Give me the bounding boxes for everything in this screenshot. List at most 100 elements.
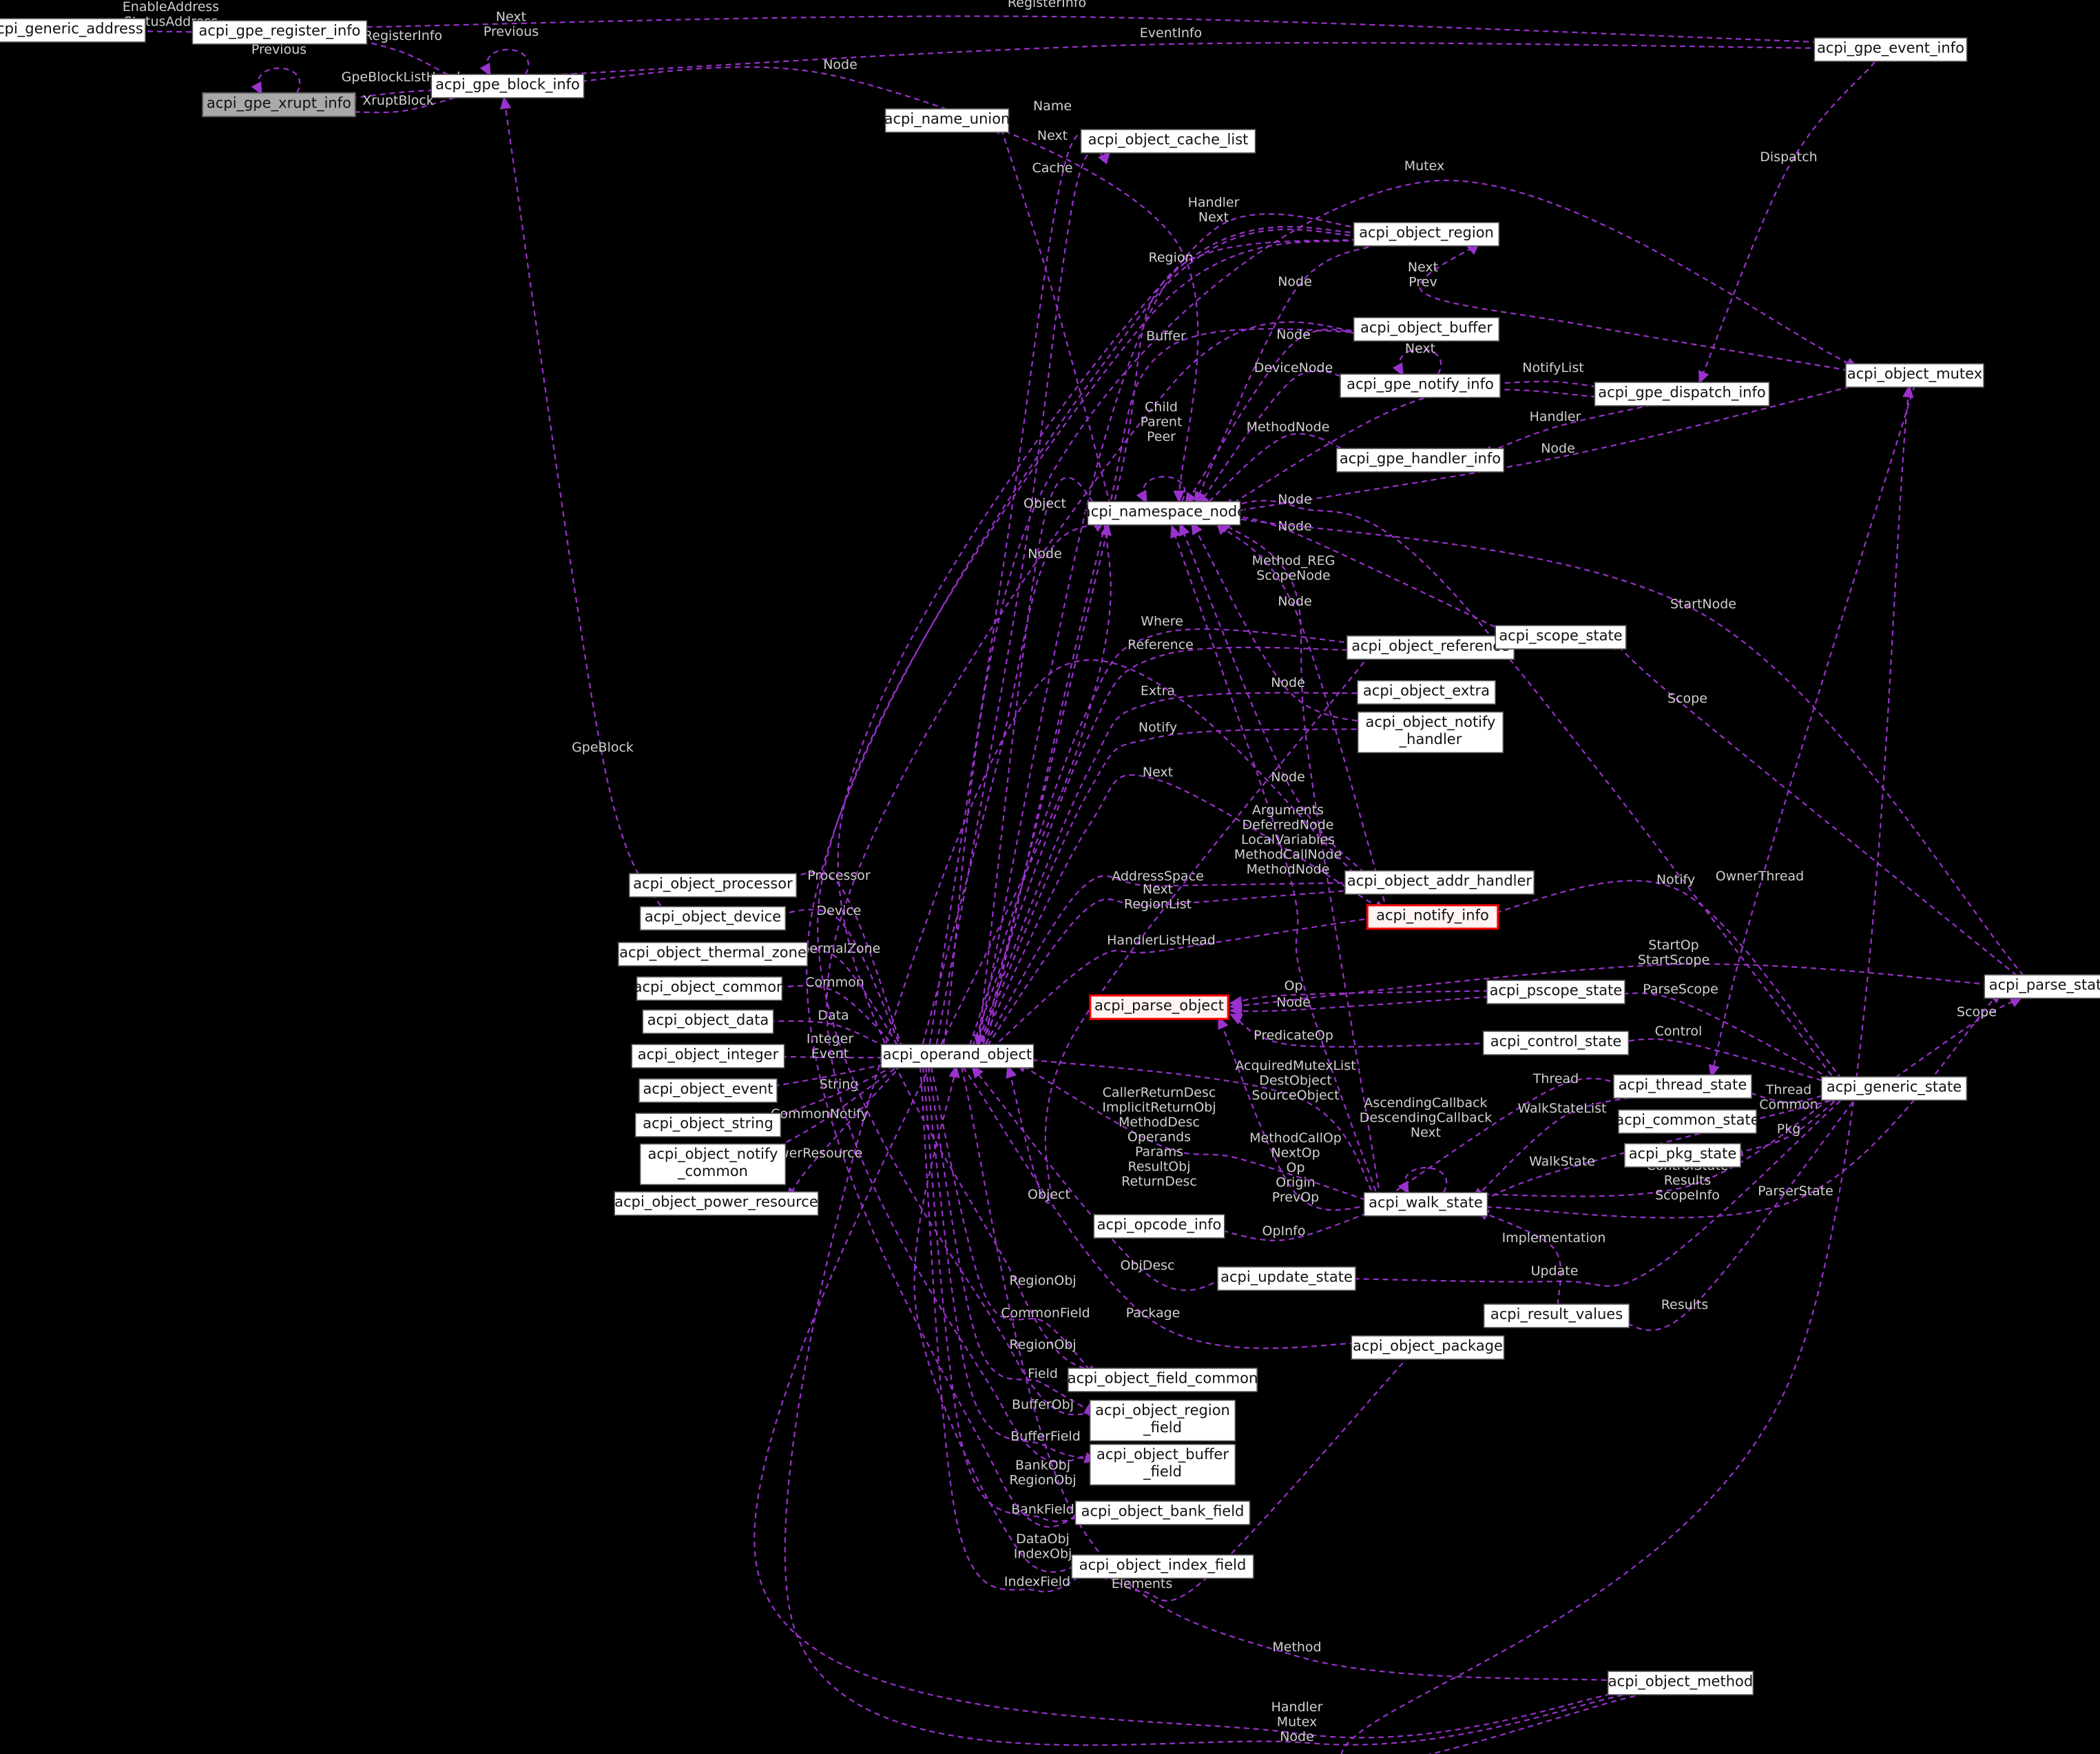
node-acpi_update_state[interactable]: acpi_update_state bbox=[1217, 1266, 1356, 1291]
node-label: acpi_object_reference bbox=[1351, 638, 1510, 655]
edge-label: BufferField bbox=[1010, 1429, 1081, 1444]
edge-label: DeviceNode bbox=[1254, 360, 1333, 375]
edge bbox=[1698, 61, 1875, 384]
node-acpi_object_common[interactable]: acpi_object_common bbox=[634, 976, 786, 1001]
edge-label: ThermalZone bbox=[793, 941, 881, 956]
edge-label: NotifyList bbox=[1522, 360, 1583, 375]
edge-label: Notify bbox=[1656, 872, 1695, 887]
edge bbox=[974, 688, 1381, 1049]
node-acpi_gpe_event_info[interactable]: acpi_gpe_event_info bbox=[1813, 37, 1968, 62]
node-acpi_gpe_register_info[interactable]: acpi_gpe_register_info bbox=[191, 20, 368, 45]
edge-label: StartNode bbox=[1670, 597, 1736, 612]
node-label: acpi_object_common bbox=[634, 979, 786, 996]
edge bbox=[1223, 499, 1838, 1084]
node-acpi_object_bank_field[interactable]: acpi_object_bank_field bbox=[1074, 1500, 1251, 1525]
edge bbox=[826, 321, 1374, 1463]
edge-label: ParserState bbox=[1758, 1184, 1833, 1199]
node-label: acpi_object_buffer_field bbox=[1096, 1446, 1229, 1480]
edge-label: CommonNotify bbox=[771, 1106, 869, 1122]
node-acpi_notify_info[interactable]: acpi_notify_info bbox=[1366, 904, 1499, 930]
node-acpi_object_mutex[interactable]: acpi_object_mutex bbox=[1845, 363, 1984, 388]
node-acpi_generic_address[interactable]: acpi_generic_address bbox=[0, 18, 146, 43]
node-acpi_parse_object[interactable]: acpi_parse_object bbox=[1089, 994, 1229, 1020]
edge bbox=[977, 213, 1375, 1044]
edge-label: Scope bbox=[1667, 691, 1707, 706]
edge-label: Node bbox=[1276, 995, 1311, 1010]
node-acpi_object_integer[interactable]: acpi_object_integer bbox=[631, 1044, 785, 1069]
node-acpi_gpe_dispatch_info[interactable]: acpi_gpe_dispatch_info bbox=[1594, 382, 1770, 406]
edge-label: Next bbox=[1405, 341, 1435, 356]
node-acpi_gpe_xrupt_info[interactable]: acpi_gpe_xrupt_info bbox=[202, 92, 356, 117]
edge-label: IndexField bbox=[1004, 1574, 1070, 1589]
node-acpi_namespace_node[interactable]: acpi_namespace_node bbox=[1082, 501, 1246, 526]
node-label: acpi_object_power_resource bbox=[614, 1194, 818, 1211]
node-acpi_object_notify_common[interactable]: acpi_object_notify_common bbox=[639, 1143, 787, 1186]
node-acpi_gpe_notify_info[interactable]: acpi_gpe_notify_info bbox=[1340, 373, 1501, 398]
edge-label: Scope bbox=[1957, 1004, 1997, 1020]
node-label: acpi_object_thermal_zone bbox=[619, 945, 807, 962]
node-acpi_object_extra[interactable]: acpi_object_extra bbox=[1357, 680, 1496, 705]
edge-label: PredicateOp bbox=[1254, 1028, 1333, 1043]
edge bbox=[1136, 476, 1186, 504]
edge-label: Node bbox=[1278, 492, 1312, 507]
node-acpi_result_values[interactable]: acpi_result_values bbox=[1483, 1303, 1630, 1328]
node-acpi_object_addr_handler[interactable]: acpi_object_addr_handler bbox=[1344, 870, 1535, 895]
node-acpi_object_notify_handler[interactable]: acpi_object_notify_handler bbox=[1357, 711, 1504, 754]
edge bbox=[1473, 1097, 1841, 1206]
node-acpi_operand_object[interactable]: acpi_operand_object bbox=[880, 1044, 1035, 1069]
node-acpi_parse_state[interactable]: acpi_parse_state bbox=[1984, 974, 2100, 999]
node-label: acpi_name_union bbox=[884, 111, 1010, 128]
node-acpi_gpe_handler_info[interactable]: acpi_gpe_handler_info bbox=[1335, 448, 1505, 473]
node-acpi_name_union[interactable]: acpi_name_union bbox=[884, 108, 1010, 133]
node-acpi_object_method[interactable]: acpi_object_method bbox=[1607, 1671, 1754, 1695]
node-label: acpi_object_event bbox=[643, 1081, 773, 1098]
node-acpi_object_event[interactable]: acpi_object_event bbox=[638, 1078, 778, 1103]
node-acpi_pkg_state[interactable]: acpi_pkg_state bbox=[1624, 1143, 1742, 1168]
node-acpi_object_power_resource[interactable]: acpi_object_power_resource bbox=[614, 1191, 819, 1216]
node-acpi_generic_state[interactable]: acpi_generic_state bbox=[1820, 1076, 1968, 1101]
edge bbox=[1096, 1355, 1410, 1602]
node-label: acpi_object_buffer bbox=[1360, 320, 1493, 337]
edge bbox=[977, 774, 1387, 1051]
edge-label: Node bbox=[1276, 327, 1311, 342]
edge bbox=[1708, 384, 1916, 1078]
node-label: acpi_gpe_event_info bbox=[1817, 40, 1964, 57]
edge bbox=[1392, 349, 1442, 377]
node-acpi_thread_state[interactable]: acpi_thread_state bbox=[1613, 1074, 1752, 1099]
node-label: acpi_object_package bbox=[1353, 1338, 1503, 1355]
node-acpi_object_region_field[interactable]: acpi_object_region_field bbox=[1089, 1399, 1236, 1442]
edge bbox=[1472, 1095, 1640, 1201]
node-acpi_scope_state[interactable]: acpi_scope_state bbox=[1495, 625, 1627, 650]
node-acpi_pscope_state[interactable]: acpi_pscope_state bbox=[1486, 980, 1625, 1004]
node-label: acpi_operand_object bbox=[883, 1046, 1032, 1064]
node-acpi_object_processor[interactable]: acpi_object_processor bbox=[628, 873, 798, 898]
node-acpi_object_buffer[interactable]: acpi_object_buffer bbox=[1353, 317, 1500, 342]
node-label: acpi_opcode_info bbox=[1097, 1217, 1222, 1234]
node-acpi_gpe_block_info[interactable]: acpi_gpe_block_info bbox=[430, 74, 585, 99]
node-acpi_walk_state[interactable]: acpi_walk_state bbox=[1363, 1192, 1488, 1217]
node-acpi_object_field_common[interactable]: acpi_object_field_common bbox=[1068, 1368, 1258, 1392]
edge-label: Op bbox=[1284, 978, 1302, 993]
edge bbox=[1419, 242, 1859, 373]
node-acpi_control_state[interactable]: acpi_control_state bbox=[1482, 1031, 1630, 1055]
node-acpi_common_state[interactable]: acpi_common_state bbox=[1615, 1109, 1760, 1134]
edge-label: EventInfo bbox=[1140, 25, 1202, 41]
edge-label: MethodNode bbox=[1247, 420, 1330, 435]
node-acpi_object_thermal_zone[interactable]: acpi_object_thermal_zone bbox=[617, 942, 808, 967]
node-acpi_object_reference[interactable]: acpi_object_reference bbox=[1346, 635, 1515, 660]
node-acpi_object_region[interactable]: acpi_object_region bbox=[1353, 222, 1500, 247]
node-acpi_object_index_field[interactable]: acpi_object_index_field bbox=[1071, 1554, 1254, 1579]
node-acpi_object_buffer_field[interactable]: acpi_object_buffer_field bbox=[1089, 1443, 1236, 1486]
node-acpi_object_package[interactable]: acpi_object_package bbox=[1351, 1335, 1505, 1360]
node-label: acpi_object_index_field bbox=[1079, 1557, 1247, 1574]
edge-label: Cache bbox=[1032, 161, 1072, 176]
node-acpi_opcode_info[interactable]: acpi_opcode_info bbox=[1093, 1214, 1225, 1239]
node-acpi_object_string[interactable]: acpi_object_string bbox=[634, 1113, 782, 1137]
node-acpi_object_cache_list[interactable]: acpi_object_cache_list bbox=[1080, 129, 1256, 154]
edge bbox=[1895, 996, 2024, 1078]
edge bbox=[759, 1062, 903, 1156]
node-acpi_object_data[interactable]: acpi_object_data bbox=[642, 1009, 774, 1034]
node-acpi_object_device[interactable]: acpi_object_device bbox=[639, 906, 787, 931]
